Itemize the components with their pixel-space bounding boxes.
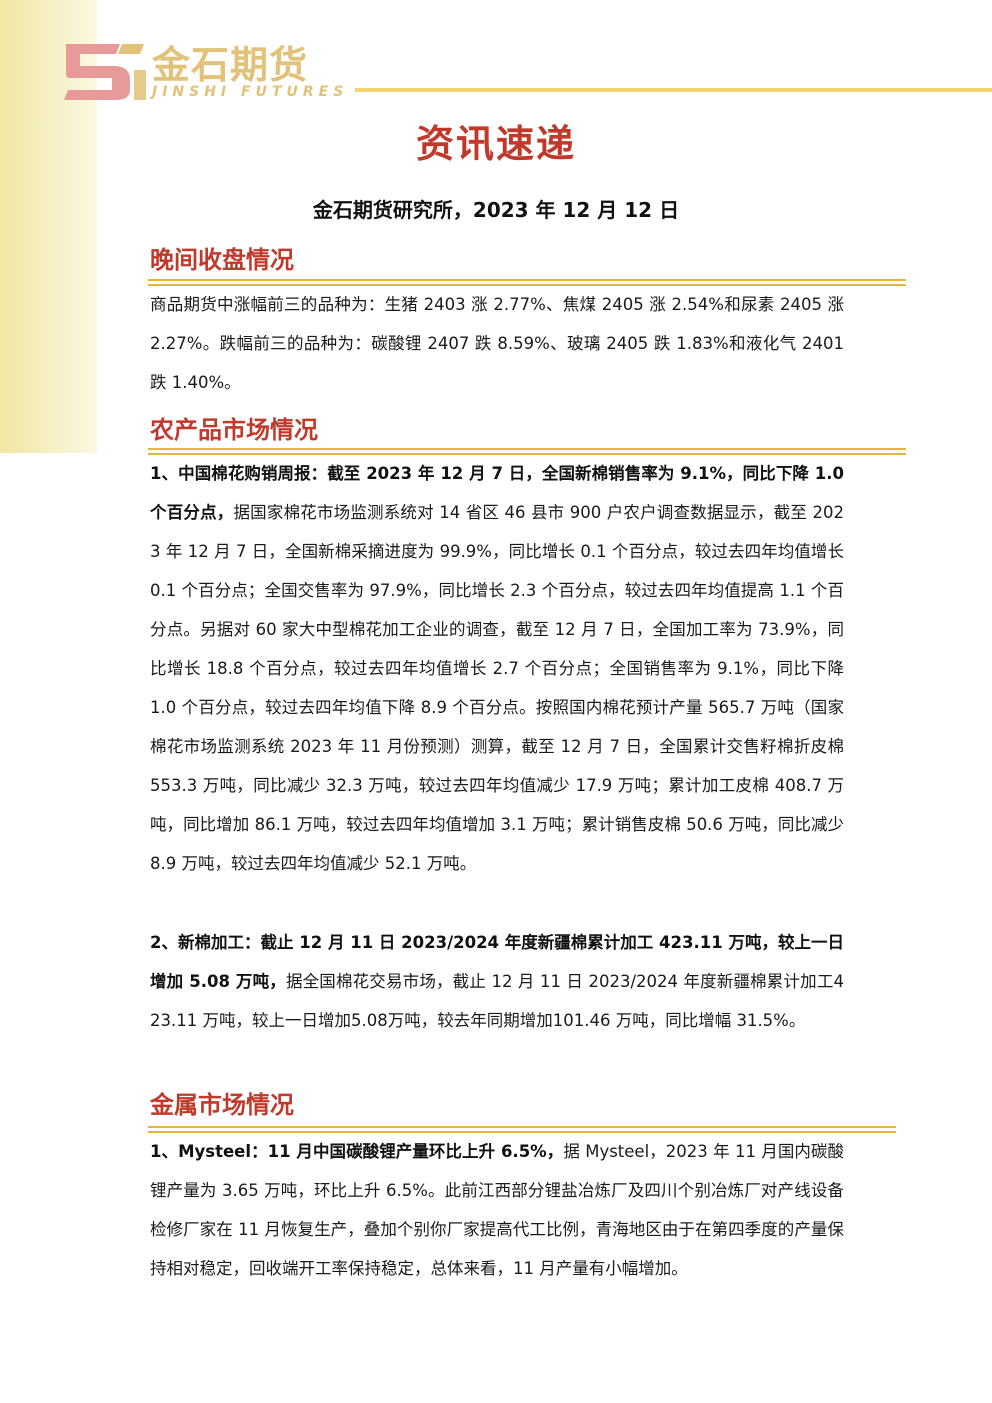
logo-chinese-text: 金石期货: [152, 43, 309, 87]
section-divider: [148, 448, 906, 455]
paragraph-lead: 1、Mysteel：11 月中国碳酸锂产量环比上升 6.5%，: [150, 1142, 564, 1161]
section-heading-evening-close: 晚间收盘情况: [150, 246, 294, 274]
section-divider: [148, 279, 906, 286]
paragraph-body: 商品期货中涨幅前三的品种为：生猪 2403 涨 2.77%、焦煤 2405 涨 …: [150, 295, 844, 392]
paragraph-body: 据全国棉花交易市场，截止 12 月 11 日 2023/2024 年度新疆棉累计…: [150, 972, 845, 1030]
document-subtitle: 金石期货研究所，2023 年 12 月 12 日: [312, 198, 680, 222]
paragraph-cotton-processing: 2、新棉加工：截止 12 月 11 日 2023/2024 年度新疆棉累计加工 …: [150, 923, 844, 1040]
logo-english-text: JINSHI FUTURES: [152, 84, 349, 100]
header-rule: [355, 88, 992, 92]
section-heading-metals: 金属市场情况: [150, 1091, 294, 1119]
paragraph-lead: 1、中国棉花购销周报：截至 2023 年 12 月 7 日，全国新棉销售率为 9…: [150, 464, 844, 522]
paragraph-evening-close: 商品期货中涨幅前三的品种为：生猪 2403 涨 2.77%、焦煤 2405 涨 …: [150, 285, 844, 402]
section-divider: [148, 1126, 896, 1133]
section-heading-agriculture: 农产品市场情况: [150, 416, 318, 444]
paragraph-lithium-carbonate: 1、Mysteel：11 月中国碳酸锂产量环比上升 6.5%，据 Mysteel…: [150, 1132, 844, 1288]
company-logo: 金石期货 JINSHI FUTURES: [60, 40, 360, 102]
paragraph-cotton-weekly: 1、中国棉花购销周报：截至 2023 年 12 月 7 日，全国新棉销售率为 9…: [150, 454, 844, 883]
logo-mark-icon: [64, 44, 146, 100]
document-title: 资讯速递: [415, 122, 576, 166]
paragraph-body: 据 Mysteel，2023 年 11 月国内碳酸锂产量为 3.65 万吨，环比…: [150, 1142, 844, 1278]
paragraph-body: 据国家棉花市场监测系统对 14 省区 46 县市 900 户农户调查数据显示，截…: [150, 503, 844, 873]
paragraph-lead: 2、新棉加工：截止 12 月 11 日 2023/2024 年度新疆棉累计加工 …: [150, 933, 844, 991]
